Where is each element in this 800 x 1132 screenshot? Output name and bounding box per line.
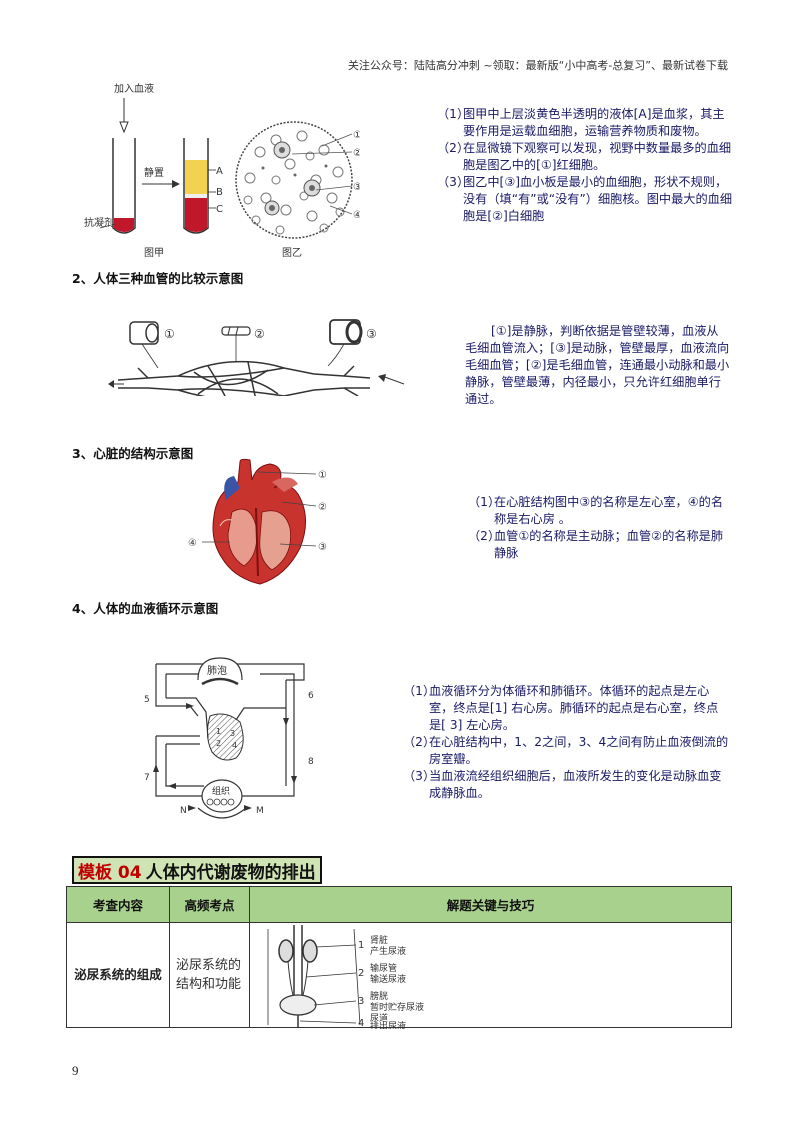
- side-label-7: 7: [144, 773, 150, 783]
- heart-label-4: ④: [188, 538, 197, 549]
- pour-arrow-icon: [119, 98, 129, 134]
- layer-b-label: B: [216, 187, 223, 198]
- circulation-question-1: （1）血液循环分为体循环和肺循环。体循环的起点是左心室，终点是[1] 右心房。肺…: [403, 684, 719, 732]
- flow-arrows: [153, 703, 297, 811]
- lung-label: 肺泡: [207, 664, 227, 677]
- circulation-diagram: 肺泡 1 2 3 4 组织 N M 5 6 7 8: [144, 657, 314, 819]
- vessel-label-2: ②: [254, 327, 265, 341]
- page-header: 关注公众号：陆陆高分冲刺 ~领取：最新版“小中高考-总复习”、最新试卷下载: [347, 59, 728, 72]
- vessels-diagram: ① ② ③: [108, 319, 405, 396]
- fig-b-caption: 图乙: [282, 247, 302, 259]
- vessels-text: [①]是静脉，判断依据是管壁较薄，血液从毛细血管流入；[③]是动脉，管壁最厚，血…: [465, 324, 730, 406]
- blood-question-3: （3）图乙中[③]血小板是最小的血细胞，形状不规则，没有（填“有”或“没有”）细…: [437, 175, 733, 223]
- template-table: 考查内容 高频考点 解题关键与技巧 泌尿系统的组成 泌尿系统的结构和功能: [66, 886, 732, 1029]
- chamber-label-1: 1: [216, 727, 221, 736]
- vessel-label-1: ①: [164, 327, 175, 341]
- urinary-func-1: 产生尿液: [370, 945, 406, 957]
- template-tag: 模板 04: [78, 862, 142, 883]
- circulation-question-2: （2）在心脏结构中，1、2之间，3、4之间有防止血液倒流的房室瓣。: [403, 735, 729, 766]
- heart-section-title: 3、心脏的结构示意图: [72, 446, 194, 461]
- test-tube-left: [112, 138, 136, 234]
- fig-b-label-4: ④: [353, 210, 360, 221]
- page-number: 9: [72, 1063, 79, 1078]
- side-label-8: 8: [308, 757, 314, 767]
- chamber-label-3: 3: [230, 729, 235, 738]
- vessel-label-3: ③: [366, 327, 377, 341]
- urinary-func-3: 暂时贮存尿液: [370, 1001, 424, 1013]
- alveolus: [197, 657, 243, 686]
- fig-b-label-2: ②: [353, 148, 360, 159]
- urinary-name-2: 输尿管: [370, 962, 397, 974]
- layer-c-label: C: [216, 204, 223, 215]
- capillary-section: [221, 326, 251, 336]
- heart-label-2: ②: [318, 502, 327, 513]
- urinary-system-diagram: 1 肾脏 产生尿液 2 输尿管 输送尿液 3 膀胱 暂时贮存尿液 4 尿道 排出…: [267, 925, 424, 1029]
- template-banner: 模板 04 人体内代谢废物的排出: [72, 856, 322, 884]
- blood-questions: （1）图甲中上层淡黄色半透明的液体[A]是血浆，其主要作用是运载血细胞，运输营养…: [437, 106, 732, 225]
- urinary-num-2: 2: [358, 968, 364, 979]
- m-label: M: [256, 806, 264, 816]
- microscope-view: [235, 121, 353, 239]
- urinary-func-2: 输送尿液: [370, 973, 406, 985]
- tissue-label: 组织: [212, 785, 230, 797]
- circulation-heart: [206, 713, 244, 761]
- side-label-6: 6: [308, 691, 314, 701]
- fig-a-top-label: 加入血液: [114, 82, 154, 95]
- flow-arrow-in-icon: [378, 374, 405, 385]
- table-header-row: 考查内容 高频考点 解题关键与技巧: [66, 886, 732, 923]
- heart-illustration: [212, 458, 306, 585]
- flow-arrow-left-icon: [108, 380, 124, 388]
- urinary-name-1: 肾脏: [370, 934, 388, 946]
- chamber-label-4: 4: [232, 741, 237, 750]
- heart-question-1: （1）在心脏结构图中③的名称是左心室，④的名称是右心房 。: [468, 495, 724, 526]
- vessel-network: [117, 360, 371, 396]
- tissue: [197, 779, 247, 819]
- layer-a-label: A: [216, 166, 223, 177]
- blood-question-2: （2）在显微镜下观察可以发现，视野中数量最多的血细胞是图乙中的[①]红细胞。: [437, 141, 732, 172]
- n-label: N: [180, 806, 187, 816]
- heart-label-3: ③: [318, 542, 327, 553]
- cell-point: 泌尿系统的结构和功能: [169, 922, 250, 1028]
- heart-questions: （1）在心脏结构图中③的名称是左心室，④的名称是右心房 。 （2）血管①的名称是…: [468, 494, 730, 562]
- table-row: 泌尿系统的组成 泌尿系统的结构和功能: [66, 922, 732, 1029]
- urinary-name-4: 尿道: [370, 1012, 388, 1024]
- fig-b-label-1: ①: [353, 130, 360, 141]
- col-topic: 考查内容: [66, 886, 170, 923]
- fig-b-label-3: ③: [353, 182, 360, 193]
- col-point: 高频考点: [169, 886, 250, 923]
- blood-figures: 加入血液 抗凝剂 静置 A B C 图甲: [84, 82, 360, 259]
- heart-diagram: ① ② ③ ④: [188, 458, 327, 585]
- heart-question-2: （2）血管①的名称是主动脉；血管②的名称是肺静脉: [468, 529, 724, 560]
- urinary-num-4: 4: [358, 1018, 364, 1029]
- chamber-label-2: 2: [216, 739, 221, 748]
- right-arrow-icon: [142, 180, 180, 188]
- fig-a-caption: 图甲: [144, 247, 164, 259]
- circulation-question-3: （3）当血液流经组织细胞后，血液所发生的变化是动脉血变成静脉血。: [403, 769, 722, 800]
- urinary-num-3: 3: [358, 996, 364, 1007]
- vein-section: [129, 321, 159, 345]
- cell-key: 1 肾脏 产生尿液 2 输尿管 输送尿液 3 膀胱 暂时贮存尿液 4 尿道 排出…: [249, 922, 732, 1029]
- urinary-illustration: [267, 925, 361, 1027]
- side-label-5: 5: [144, 695, 150, 705]
- anticoagulant-label: 抗凝剂: [84, 216, 114, 229]
- cell-topic: 泌尿系统的组成: [66, 922, 170, 1028]
- urinary-num-1: 1: [358, 940, 364, 951]
- settle-label: 静置: [144, 166, 164, 179]
- heart-label-1: ①: [318, 470, 327, 481]
- urinary-func-4: 排出尿液: [370, 1020, 406, 1029]
- blood-question-1: （1）图甲中上层淡黄色半透明的液体[A]是血浆，其主要作用是运载血细胞，运输营养…: [437, 107, 725, 138]
- urinary-name-3: 膀胱: [370, 990, 388, 1002]
- circulation-questions: （1）血液循环分为体循环和肺循环。体循环的起点是左心室，终点是[1] 右心房。肺…: [403, 683, 730, 802]
- vessels-section-title: 2、人体三种血管的比较示意图: [72, 271, 244, 286]
- col-key: 解题关键与技巧: [249, 886, 732, 923]
- circulation-section-title: 4、人体的血液循环示意图: [72, 601, 219, 616]
- test-tube-right: [183, 138, 209, 234]
- artery-section: [329, 319, 363, 345]
- template-title: 人体内代谢废物的排出: [145, 862, 316, 883]
